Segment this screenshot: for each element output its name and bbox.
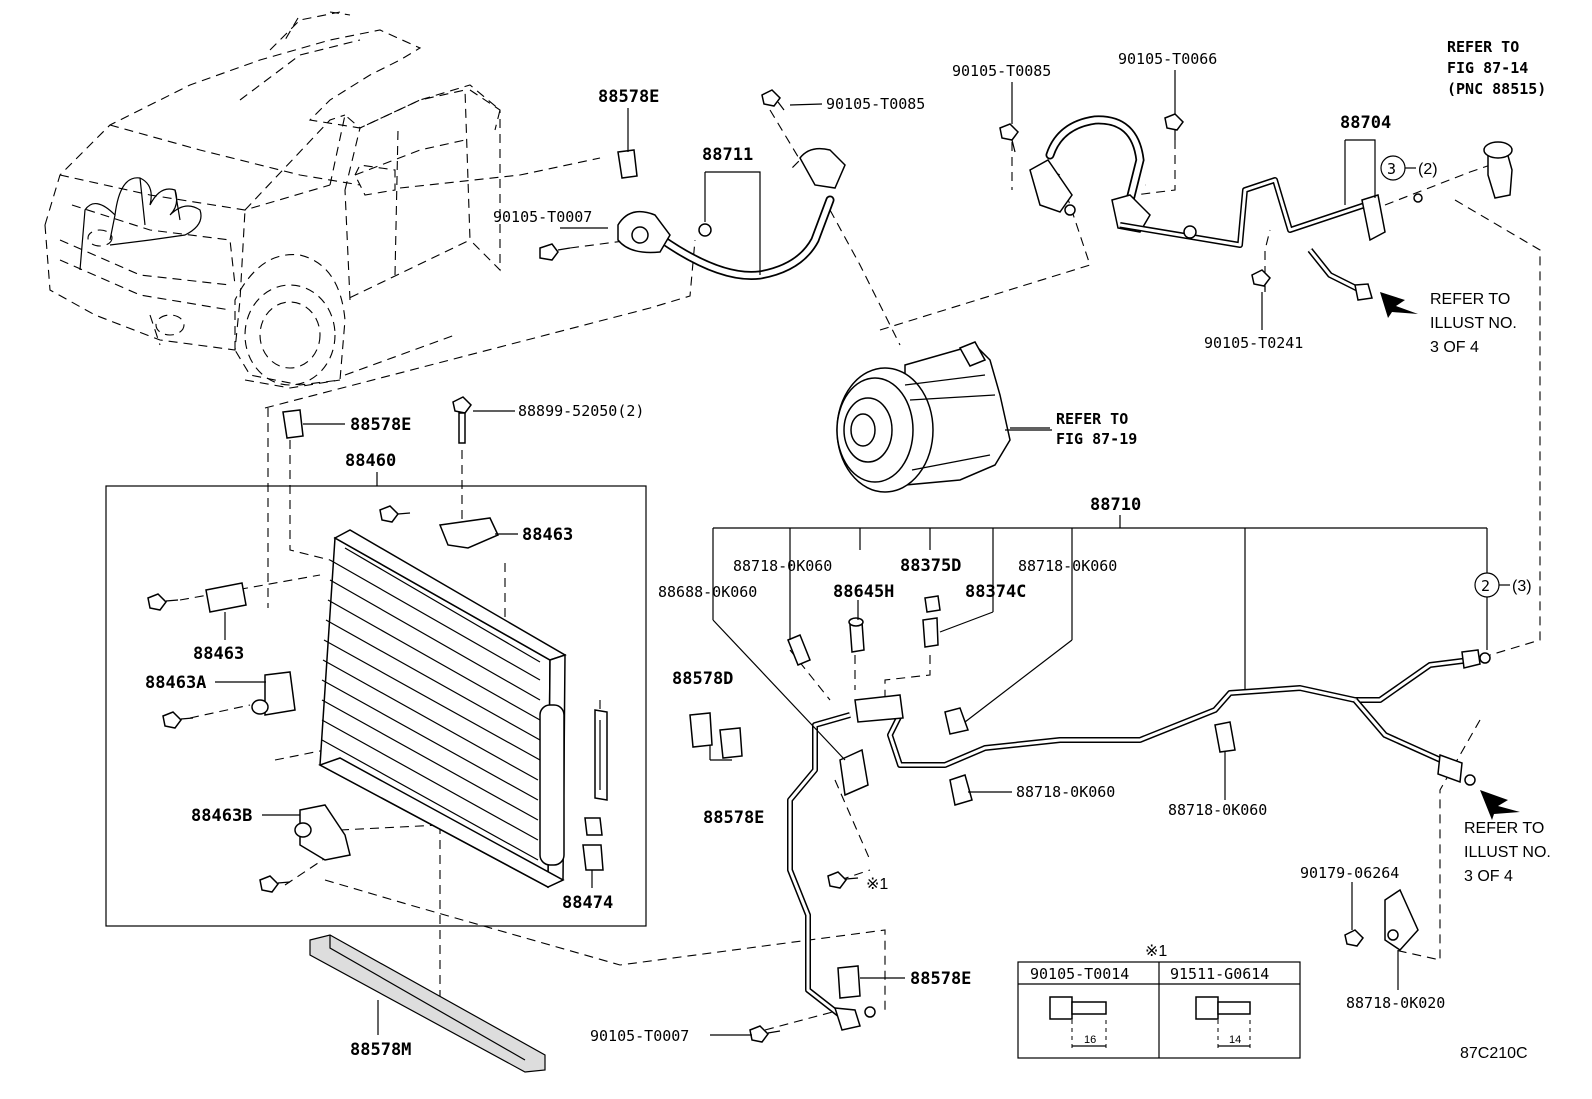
expansion-valve-ref <box>1483 141 1513 199</box>
pads <box>282 149 861 1073</box>
label-leaders <box>215 70 1488 1036</box>
svg-text:2: 2 <box>1481 577 1490 595</box>
label-88578M: 88578M <box>350 1040 411 1060</box>
label-88578D: 88578D <box>672 669 733 689</box>
condenser-assembly-88460 <box>105 485 647 927</box>
svg-text:14: 14 <box>1229 1034 1241 1046</box>
label-90105-T0241: 90105-T0241 <box>1204 334 1303 352</box>
bolt-note-1 <box>827 871 859 889</box>
label-88463-left: 88463 <box>193 644 244 664</box>
compressor <box>836 341 1050 493</box>
label-88578E-bottom: 88578E <box>910 969 971 989</box>
svg-text:(3): (3) <box>1512 578 1532 595</box>
vehicle-illustration <box>44 11 501 389</box>
bolt-90105-T0085-a <box>761 89 785 111</box>
label-88718-0K060-a: 88718-0K060 <box>733 557 832 575</box>
label-88463A: 88463A <box>145 673 206 693</box>
label-88704: 88704 <box>1340 113 1391 133</box>
label-refer-fig-87-14-line1: REFER TO <box>1447 38 1519 56</box>
leader-lines <box>179 109 1541 1031</box>
discharge-hose-88711 <box>617 147 846 281</box>
svg-text:(2): (2) <box>1418 161 1438 178</box>
figure-code: 87C210C <box>1460 1045 1528 1062</box>
bolt-condenser-3 <box>162 711 194 729</box>
label-refer-fig-87-19-line2: FIG 87-19 <box>1056 430 1137 448</box>
label-refer-illust-b-line2: ILLUST NO. <box>1464 844 1551 861</box>
bolt-condenser-2 <box>147 593 179 611</box>
label-88578E-mid: 88578E <box>703 808 764 828</box>
label-88460: 88460 <box>345 451 396 471</box>
note-table: ※1 90105-T0014 91511-G0614 16 14 <box>1017 943 1301 1059</box>
label-88688-0K060: 88688-0K060 <box>658 583 757 601</box>
bolt-90105-T0066 <box>1164 113 1184 140</box>
label-88578E-condenser: 88578E <box>350 415 411 435</box>
label-88899-52050: 88899-52050(2) <box>518 402 644 420</box>
callout-circle-2: 2 (3) <box>1474 572 1532 650</box>
label-88711: 88711 <box>702 145 753 165</box>
label-88375D: 88375D <box>900 556 961 576</box>
bolt-condenser-4 <box>259 875 291 893</box>
label-88718-0K060-c: 88718-0K060 <box>1016 783 1115 801</box>
note-bolt-icon-2: 14 <box>1195 996 1251 1050</box>
label-refer-fig-87-19-line1: REFER TO <box>1056 410 1128 428</box>
nut-90179-06264 <box>1344 929 1364 947</box>
label-90179-06264: 90179-06264 <box>1300 864 1399 882</box>
label-88374C: 88374C <box>965 582 1026 602</box>
label-90105-T0007-bottom: 90105-T0007 <box>590 1027 689 1045</box>
svg-text:16: 16 <box>1084 1034 1096 1046</box>
note-table-mark: ※1 <box>1145 943 1167 960</box>
part-labels: 88578E 88711 90105-T0085 90105-T0007 901… <box>145 38 1551 1062</box>
label-88474: 88474 <box>562 893 613 913</box>
bolt-90105-T0085-b <box>999 123 1019 153</box>
bolt-condenser-1 <box>379 505 411 523</box>
label-90105-T0085-b: 90105-T0085 <box>952 62 1051 80</box>
note-bolt-icon-1: 16 <box>1049 996 1107 1050</box>
label-refer-illust-b-line3: 3 OF 4 <box>1464 868 1513 885</box>
bolts <box>147 89 1364 1043</box>
pipe-assembly-88710 <box>787 595 1520 1031</box>
callout-circle-3: 3 (2) <box>1380 155 1438 181</box>
label-90105-T0085-a: 90105-T0085 <box>826 95 925 113</box>
suction-hose-88704 <box>1029 115 1423 318</box>
label-90105-T0007-top: 90105-T0007 <box>493 208 592 226</box>
label-88463-right: 88463 <box>522 525 573 545</box>
label-refer-illust-a-line2: ILLUST NO. <box>1430 315 1517 332</box>
bolt-90105-T0007-top <box>539 243 571 261</box>
label-88710: 88710 <box>1090 495 1141 515</box>
label-refer-fig-87-14-line3: (PNC 88515) <box>1447 80 1546 98</box>
label-refer-fig-87-14-line2: FIG 87-14 <box>1447 59 1528 77</box>
note-table-col1-part: 90105-T0014 <box>1030 965 1129 983</box>
label-88718-0K020: 88718-0K020 <box>1346 994 1445 1012</box>
label-88645H: 88645H <box>833 582 894 602</box>
label-88718-0K060-b: 88718-0K060 <box>1018 557 1117 575</box>
label-90105-T0066: 90105-T0066 <box>1118 50 1217 68</box>
bolt-88899-52050 <box>452 396 472 444</box>
label-refer-illust-a-line1: REFER TO <box>1430 291 1510 308</box>
bolt-90105-T0241 <box>1251 269 1271 292</box>
note-table-col2-part: 91511-G0614 <box>1170 965 1269 983</box>
label-88578E-top: 88578E <box>598 87 659 107</box>
label-88463B: 88463B <box>191 806 252 826</box>
svg-text:3: 3 <box>1387 160 1396 178</box>
clamp-88718-0K020 <box>1384 888 1419 951</box>
label-note-mark: ※1 <box>866 876 888 893</box>
bolt-90105-T0007-bottom <box>749 1025 781 1043</box>
label-88718-0K060-d: 88718-0K060 <box>1168 801 1267 819</box>
label-refer-illust-a-line3: 3 OF 4 <box>1430 339 1479 356</box>
label-refer-illust-b-line1: REFER TO <box>1464 820 1544 837</box>
